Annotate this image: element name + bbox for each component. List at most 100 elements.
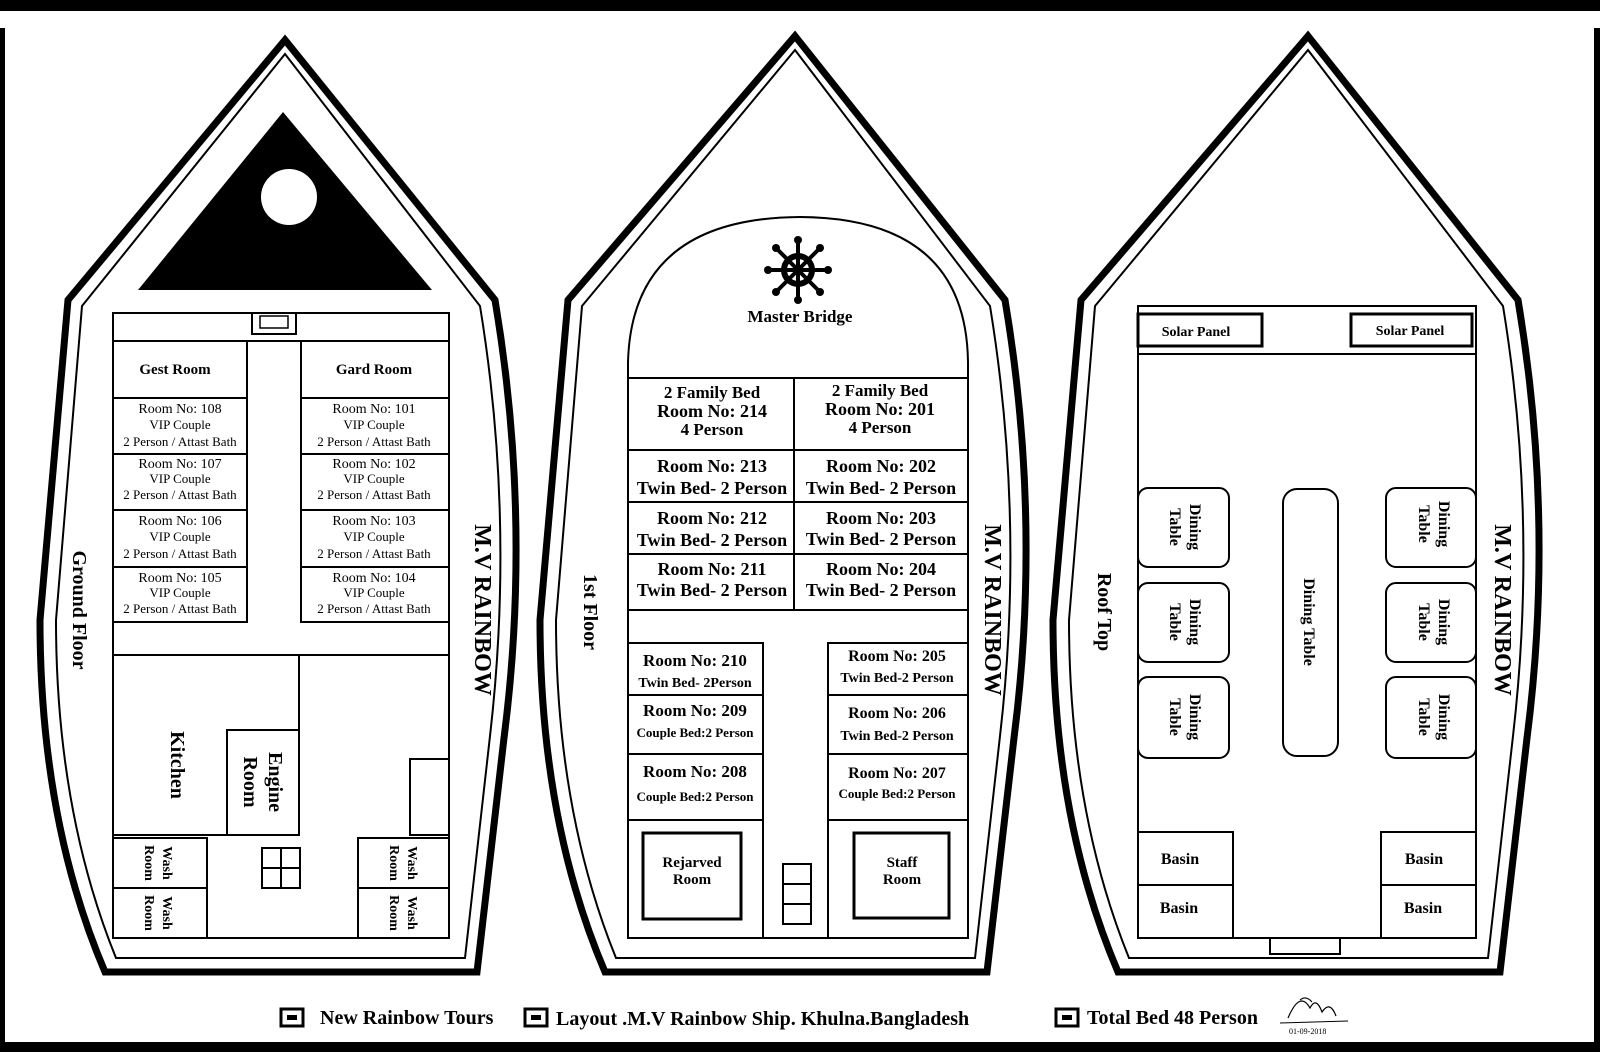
basin-label: Basin bbox=[1404, 900, 1442, 917]
wash-room bbox=[112, 887, 208, 939]
room-type: VIP Couple bbox=[149, 585, 210, 600]
ground-floor-plan: Gest Room Gard Room Room No: 108 VIP Cou… bbox=[36, 34, 520, 976]
reserved-room-label-line1: Rejarved bbox=[662, 855, 722, 871]
dining-label-2: Table bbox=[1166, 698, 1183, 736]
reserved-room-label-line2: Room bbox=[673, 872, 712, 888]
wash-label-1: Wash bbox=[404, 846, 419, 880]
room-number: Room No: 212 bbox=[657, 508, 767, 528]
ship-name: M.V RAINBOW bbox=[1489, 524, 1515, 696]
dining-label-2: Table bbox=[1166, 508, 1183, 546]
hull-inner-outline bbox=[54, 52, 502, 959]
room-info: 2 Person / Attast Bath bbox=[123, 487, 237, 502]
room-204 bbox=[793, 553, 969, 611]
solar-panel bbox=[1349, 312, 1474, 348]
room-type: Twin Bed- 2 Person bbox=[806, 529, 956, 549]
room-capacity: 4 Person bbox=[681, 420, 744, 439]
room-type: VIP Couple bbox=[343, 585, 404, 600]
room-number: Room No: 209 bbox=[643, 701, 747, 720]
wash-label-2: Room bbox=[141, 895, 156, 931]
room-info: 2 Person / Attast Bath bbox=[317, 434, 431, 449]
room-type: Twin Bed-2 Person bbox=[840, 671, 954, 686]
dining-label-2: Table bbox=[1415, 505, 1432, 543]
room-info: 2 Person / Attast Bath bbox=[317, 487, 431, 502]
basin-label: Basin bbox=[1405, 851, 1443, 868]
ship-name: M.V RAINBOW bbox=[469, 524, 495, 696]
footer: New Rainbow Tours Layout .M.V Rainbow Sh… bbox=[279, 997, 1349, 1036]
engine-room-label-line1: Engine bbox=[264, 752, 286, 812]
basin bbox=[1380, 884, 1477, 939]
stairs bbox=[782, 863, 812, 925]
ground-rooms-right: Room No: 101 VIP Couple 2 Person / Attas… bbox=[300, 397, 450, 623]
dining-table bbox=[1137, 676, 1230, 759]
hull-outline bbox=[536, 30, 1030, 976]
hull-inner-outline bbox=[1067, 48, 1525, 959]
room-info: 2 Person / Attast Bath bbox=[317, 601, 431, 616]
basin-label: Basin bbox=[1161, 851, 1199, 868]
family-bed-label: 2 Family Bed bbox=[832, 381, 929, 400]
room-number: Room No: 102 bbox=[332, 457, 415, 472]
dining-table bbox=[1137, 582, 1230, 663]
wash-label-1: Wash bbox=[404, 896, 419, 930]
engine-room bbox=[226, 729, 300, 836]
room-number: Room No: 204 bbox=[826, 559, 936, 579]
room-type: Twin Bed- 2Person bbox=[638, 676, 752, 691]
room-type: Couple Bed:2 Person bbox=[637, 789, 755, 804]
room-number: Room No: 101 bbox=[332, 402, 415, 417]
staff-room-label-line2: Room bbox=[883, 872, 922, 888]
room-number: Room No: 205 bbox=[848, 648, 946, 665]
staff-room bbox=[852, 831, 951, 920]
room-number: Room No: 206 bbox=[848, 705, 946, 722]
gest-room-label: Gest Room bbox=[139, 362, 211, 378]
solar-panel-label: Solar Panel bbox=[1376, 324, 1445, 339]
room-type: Couple Bed:2 Person bbox=[637, 725, 755, 740]
left-border bbox=[0, 28, 5, 1042]
wash-label-2: Room bbox=[386, 895, 401, 931]
room-number: Room No: 208 bbox=[643, 762, 747, 781]
room-type: Twin Bed- 2 Person bbox=[637, 580, 787, 600]
dining-label-1: Dining bbox=[1186, 694, 1203, 740]
wash-label-1: Wash bbox=[159, 846, 174, 880]
deck-step bbox=[1269, 937, 1341, 955]
room-number: Room No: 105 bbox=[138, 571, 221, 586]
dining-table bbox=[1385, 676, 1477, 759]
room-type: Twin Bed-2 Person bbox=[840, 729, 954, 744]
dining-table-long bbox=[1282, 488, 1339, 757]
dining-label-1: Dining bbox=[1186, 599, 1203, 645]
room-number: Room No: 103 bbox=[332, 514, 415, 529]
room-number: Room No: 213 bbox=[657, 456, 767, 476]
room-type: VIP Couple bbox=[149, 417, 210, 432]
room-type: Twin Bed- 2 Person bbox=[637, 530, 787, 550]
room-number: Room No: 107 bbox=[138, 457, 221, 472]
signature-date: 01-09-2018 bbox=[1289, 1027, 1326, 1036]
ground-rooms-left: Room No: 108 VIP Couple 2 Person / Attas… bbox=[112, 397, 248, 623]
hull-inner-outline bbox=[554, 48, 1012, 959]
room-capacity: 4 Person bbox=[849, 418, 912, 437]
family-bed-label: 2 Family Bed bbox=[664, 383, 761, 402]
room-number: Room No: 207 bbox=[848, 765, 946, 782]
room-type: Couple Bed:2 Person bbox=[839, 786, 957, 801]
floor-label: Ground Floor bbox=[68, 550, 90, 669]
hatch bbox=[251, 312, 297, 335]
ship-name: M.V RAINBOW bbox=[979, 524, 1005, 696]
first-floor-plan: Master Bridge 2 Family Bed Room No: 214 … bbox=[536, 30, 1030, 976]
room-type: VIP Couple bbox=[149, 471, 210, 486]
staff-room-label-line1: Staff bbox=[887, 855, 919, 871]
room-type: VIP Couple bbox=[343, 529, 404, 544]
solar-panel-label: Solar Panel bbox=[1162, 325, 1231, 340]
hull-outline bbox=[1049, 30, 1543, 976]
room-type: Twin Bed- 2 Person bbox=[637, 478, 787, 498]
room-info: 2 Person / Attast Bath bbox=[123, 546, 237, 561]
bullet-icon bbox=[1054, 1007, 1080, 1028]
room-105 bbox=[112, 566, 248, 623]
room-number: Room No: 201 bbox=[825, 399, 935, 419]
gard-room-label: Gard Room bbox=[336, 362, 413, 378]
wash-label-2: Room bbox=[141, 845, 156, 881]
master-bridge-label: Master Bridge bbox=[748, 307, 853, 326]
store-box bbox=[409, 758, 450, 836]
wash-room bbox=[357, 837, 450, 889]
room-type: VIP Couple bbox=[343, 471, 404, 486]
wash-room bbox=[357, 887, 450, 939]
solar-panel bbox=[1136, 312, 1264, 348]
basin bbox=[1137, 884, 1234, 939]
